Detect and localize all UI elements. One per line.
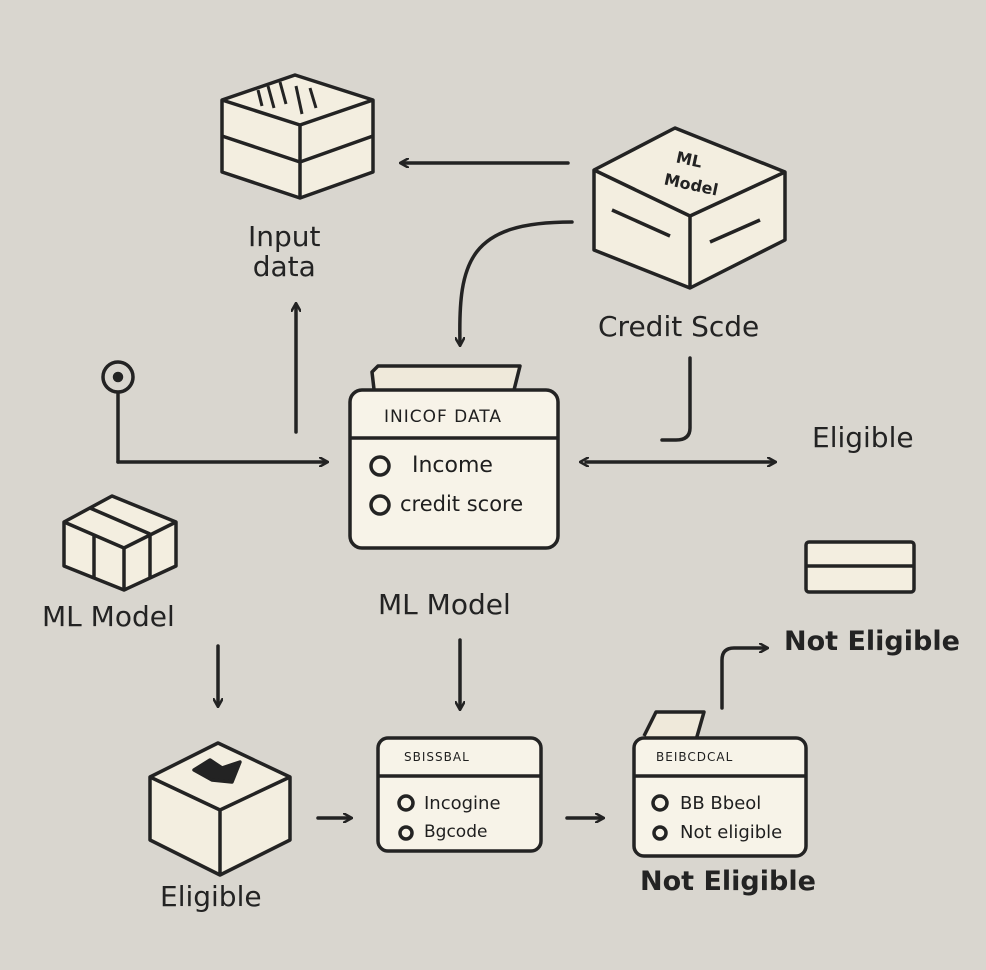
eligible-box-icon (148, 741, 292, 877)
ml-model-cubes-icon (62, 494, 178, 592)
credit-score-label: Credit Scde (598, 310, 760, 343)
left-connector (101, 360, 326, 462)
input-data-label-line2: data (252, 250, 316, 283)
main-card-item-credit-score: credit score (400, 492, 524, 516)
not-eligible-right-label: Not Eligible (784, 626, 960, 657)
bottom-right-card (632, 710, 808, 858)
ml-model-box-icon (592, 126, 787, 290)
bottom-mid-card (376, 736, 543, 853)
flow-arrows (218, 163, 774, 818)
bottom-mid-card-item-2: Bgcode (424, 822, 488, 842)
input-data-label: Input data (248, 222, 321, 282)
ml-model-center-label: ML Model (378, 588, 511, 621)
bottom-mid-card-item-1: Incogine (424, 793, 501, 814)
bottom-right-card-item-1: BB Bbeol (680, 793, 762, 814)
ml-model-left-label: ML Model (42, 600, 175, 633)
eligible-bars-icon (804, 540, 916, 594)
bottom-right-card-title: BEIBCDCAL (656, 750, 734, 764)
bottom-right-card-item-2: Not eligible (680, 822, 783, 843)
not-eligible-bottom-label: Not Eligible (640, 866, 816, 897)
eligible-right-label: Eligible (812, 421, 914, 454)
bottom-mid-card-title: SBISSBAL (404, 750, 470, 764)
input-data-box-icon (220, 73, 375, 200)
eligible-bottom-label: Eligible (160, 880, 262, 913)
main-data-card (348, 364, 560, 550)
input-data-label-line1: Input (248, 220, 321, 253)
main-card-title: INICOF DATA (384, 407, 502, 427)
main-card-item-income: Income (412, 453, 493, 478)
